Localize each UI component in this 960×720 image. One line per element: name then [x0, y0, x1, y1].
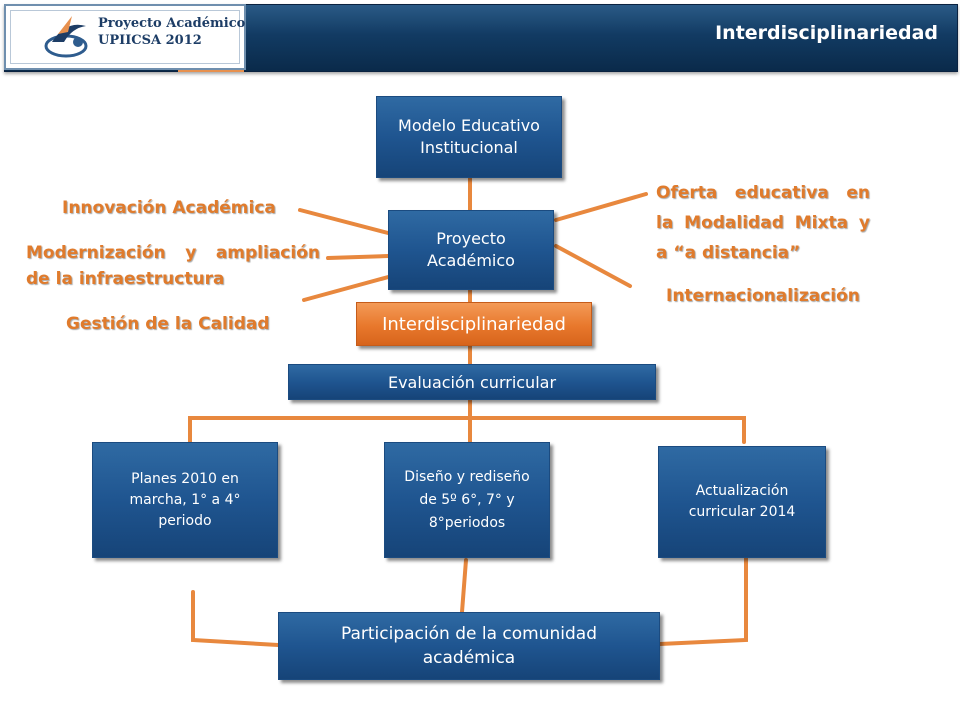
connector-oferta: [554, 192, 648, 222]
node-diseno-rediseno: Diseño y rediseño de 5º 6°, 7° y 8°perio…: [384, 442, 550, 558]
connector-actualizacion-participacion: [658, 556, 748, 646]
node-participacion-comunidad: Participación de la comunidad académica: [278, 612, 660, 680]
node-proyecto-academico: Proyecto Académico: [388, 210, 554, 290]
node-actualizacion-curricular-label: Actualización curricular 2014: [688, 483, 796, 520]
connector-evaluacion-branches: [188, 416, 746, 444]
label-modernizacion-line1: Modernización y ampliación: [26, 243, 320, 263]
page-title: Interdisciplinariedad: [715, 22, 938, 44]
node-evaluacion-curricular: Evaluación curricular: [288, 364, 656, 400]
connector-internacionalizacion: [554, 244, 632, 288]
node-proyecto-academico-label: Proyecto Académico: [427, 229, 515, 270]
logo-subtitle: UPIICSA 2012: [98, 33, 202, 48]
label-oferta-line1: Oferta educativa en: [656, 183, 870, 203]
logo-frame: [10, 10, 240, 64]
node-diseno-rediseno-label: Diseño y rediseño de 5º 6°, 7° y 8°perio…: [404, 468, 530, 531]
label-internacionalizacion: Internacionalización: [666, 286, 860, 306]
node-planes-2010-label: Planes 2010 en marcha, 1° a 4° periodo: [129, 470, 241, 529]
node-modelo-educativo-label: Modelo Educativo Institucional: [398, 116, 540, 157]
logo-title: Proyecto Académico: [98, 16, 246, 31]
logo: Proyecto Académico UPIICSA 2012: [4, 4, 246, 70]
node-interdisciplinariedad-label: Interdisciplinariedad: [382, 313, 566, 335]
label-oferta-line2: la Modalidad Mixta y: [656, 213, 870, 233]
node-interdisciplinariedad: Interdisciplinariedad: [356, 302, 592, 346]
connector-innovacion: [298, 208, 394, 236]
node-actualizacion-curricular: Actualización curricular 2014: [658, 446, 826, 558]
node-evaluacion-curricular-label: Evaluación curricular: [387, 372, 557, 392]
node-modelo-educativo: Modelo Educativo Institucional: [376, 96, 562, 178]
label-modernizacion-line2: de la infraestructura: [26, 269, 225, 289]
label-gestion-calidad: Gestión de la Calidad: [66, 314, 270, 334]
connector-gestion: [302, 274, 394, 302]
label-oferta-line3: a “a distancia”: [656, 243, 801, 263]
node-planes-2010: Planes 2010 en marcha, 1° a 4° periodo: [92, 442, 278, 558]
connector-modernizacion: [326, 254, 390, 260]
emblem-icon: [44, 16, 88, 58]
node-participacion-comunidad-label: Participación de la comunidad académica: [341, 624, 597, 668]
label-innovacion-academica: Innovación Académica: [62, 198, 276, 218]
connector-planes-participacion: [191, 590, 280, 647]
connector-diseno-participacion: [460, 558, 468, 614]
